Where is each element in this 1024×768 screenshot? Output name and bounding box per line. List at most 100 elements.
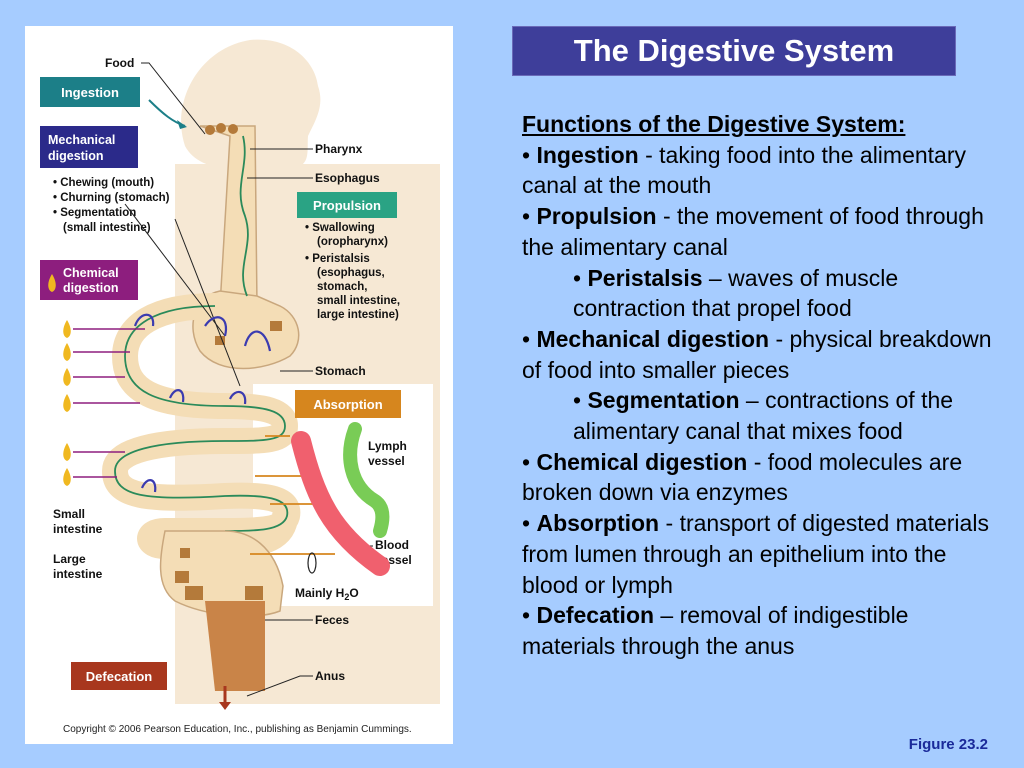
- water-label-text: Mainly H: [295, 586, 344, 600]
- function-description: contractions of the alimentary canal tha…: [573, 387, 954, 445]
- figure-label: Figure 23.2: [908, 736, 988, 753]
- functions-heading: Functions of the Digestive System:: [522, 111, 906, 137]
- copyright-text: Copyright © 2006 Pearson Education, Inc.…: [63, 724, 412, 735]
- blood-label-1: Blood: [375, 538, 409, 552]
- functions-items: • Ingestion - taking food into the alime…: [522, 140, 992, 662]
- anus-label: Anus: [315, 669, 345, 683]
- stomach-label: Stomach: [315, 364, 366, 378]
- prop-list-1: • Swallowing: [305, 222, 375, 234]
- esophagus-wave: [239, 135, 249, 297]
- function-item: • Propulsion - the movement of food thro…: [522, 201, 992, 262]
- function-separator: -: [659, 510, 680, 537]
- water-label-end: O: [349, 586, 358, 600]
- mechanical-box: [40, 126, 138, 168]
- function-item: • Ingestion - taking food into the alime…: [522, 140, 992, 201]
- function-separator: -: [747, 448, 768, 475]
- head-silhouette: [181, 39, 321, 168]
- prop-list-3: • Peristalsis: [305, 253, 370, 265]
- pharynx-label: Pharynx: [315, 142, 363, 156]
- diagram-panel: Ingestion Mechanical digestion • Chewing…: [25, 26, 453, 744]
- function-description: physical breakdown of food into smaller …: [522, 325, 992, 383]
- functions-list: Functions of the Digestive System: • Ing…: [522, 109, 992, 662]
- ingestion-label: Ingestion: [61, 85, 119, 100]
- small-intestine-label-2: intestine: [53, 522, 103, 536]
- bullet: •: [573, 264, 588, 291]
- function-term: Segmentation: [587, 387, 740, 414]
- leader-lines: [124, 62, 373, 697]
- absorption-box: [295, 390, 401, 418]
- bullet: •: [522, 448, 537, 475]
- function-separator: -: [656, 203, 678, 230]
- function-term: Absorption: [536, 510, 660, 537]
- bullet: •: [522, 602, 537, 629]
- small-intestine-outline: [114, 305, 289, 532]
- enzyme-arrows: [73, 328, 145, 478]
- function-item: • Defecation – removal of indigestible m…: [522, 600, 992, 661]
- function-description: removal of indigestible materials throug…: [522, 602, 909, 659]
- small-intestine-label-1: Small: [53, 507, 85, 521]
- prop-list-7: large intestine): [317, 309, 399, 321]
- function-description: transport of digested materials from lum…: [522, 510, 989, 598]
- mech-list-3: • Segmentation: [53, 207, 136, 219]
- propulsion-box: [297, 192, 397, 218]
- prop-list-5: stomach,: [317, 281, 368, 293]
- mech-list-2: • Churning (stomach): [53, 192, 170, 204]
- function-separator: -: [769, 325, 790, 352]
- large-intestine-label-2: intestine: [53, 567, 103, 581]
- enzyme-drops-icon: [63, 320, 71, 486]
- prop-list-6: small intestine,: [317, 295, 400, 307]
- slide-title: The Digestive System: [512, 26, 956, 76]
- mixing-arrows-icon: [133, 313, 272, 493]
- bullet: •: [522, 141, 537, 168]
- defecation-arrowhead-icon: [219, 702, 231, 710]
- function-term: Mechanical digestion: [536, 325, 770, 352]
- defecation-box: [71, 662, 167, 690]
- prop-list-4: (esophagus,: [317, 267, 385, 279]
- function-term: Ingestion: [536, 141, 639, 168]
- function-item: • Mechanical digestion - physical breakd…: [522, 324, 992, 385]
- function-description: food molecules are broken down via enzym…: [522, 448, 963, 506]
- blood-vessel: [291, 431, 390, 576]
- sub-function-item: • Peristalsis – waves of muscle contract…: [573, 263, 992, 324]
- function-item: • Chemical digestion - food molecules ar…: [522, 447, 992, 508]
- mechanical-label-1: Mechanical: [48, 133, 115, 147]
- rectum-shape: [205, 601, 265, 691]
- absorption-label: Absorption: [313, 397, 382, 412]
- function-term: Defecation: [536, 602, 655, 629]
- food-particles: [175, 123, 282, 600]
- function-term: Chemical digestion: [536, 448, 748, 475]
- function-description: waves of muscle contraction that propel …: [573, 264, 899, 322]
- chemical-label-1: Chemical: [63, 266, 119, 280]
- function-separator: –: [654, 602, 680, 629]
- enzyme-drop-icon: [48, 274, 56, 292]
- feces-label: Feces: [315, 613, 349, 627]
- large-intestine-label-1: Large: [53, 552, 86, 566]
- ingestion-arrowhead-icon: [177, 120, 187, 129]
- function-separator: –: [702, 264, 729, 291]
- function-separator: -: [638, 141, 660, 168]
- defecation-label: Defecation: [86, 669, 153, 684]
- function-term: Propulsion: [536, 203, 657, 230]
- mechanical-label-2: digestion: [48, 149, 104, 163]
- water-label-subscript: 2: [344, 592, 349, 602]
- digestive-system-diagram: Ingestion Mechanical digestion • Chewing…: [40, 39, 440, 735]
- lymph-label-2: vessel: [368, 454, 405, 468]
- water-drop-icon: [307, 552, 317, 574]
- chemical-label-2: digestion: [63, 281, 119, 295]
- mech-list-1: • Chewing (mouth): [53, 177, 154, 189]
- ingestion-box: [40, 77, 140, 107]
- function-term: Peristalsis: [587, 264, 703, 291]
- propulsion-label: Propulsion: [313, 198, 381, 213]
- prop-list-2: (oropharynx): [317, 236, 388, 248]
- sub-function-item: • Segmentation – contractions of the ali…: [573, 385, 992, 446]
- lymph-label-1: Lymph: [368, 439, 407, 453]
- mech-list-4: (small intestine): [63, 222, 151, 234]
- bullet: •: [573, 387, 588, 414]
- bullet: •: [522, 510, 537, 537]
- bullet: •: [522, 203, 537, 230]
- bullet: •: [522, 325, 537, 352]
- function-description: taking food into the alimentary canal at…: [522, 141, 966, 199]
- esophagus-label: Esophagus: [315, 171, 380, 185]
- water-label: Mainly H2O: [295, 586, 359, 602]
- chemical-box: [40, 260, 138, 300]
